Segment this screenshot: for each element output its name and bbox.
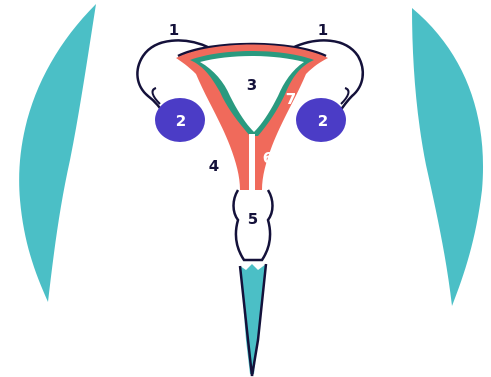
label-body: 4	[209, 157, 219, 175]
label-tube-left: 1	[169, 21, 179, 39]
vagina	[240, 264, 266, 374]
label-tube-right: 1	[318, 21, 328, 39]
label-ovary-left: 2	[176, 112, 186, 130]
label-wall: 6	[263, 149, 273, 167]
left-hip-shape	[19, 4, 96, 302]
label-ovary-right: 2	[318, 112, 328, 130]
right-hip-shape	[412, 8, 483, 306]
label-cervix: 5	[248, 210, 258, 228]
label-cavity: 3	[247, 76, 257, 94]
label-lining: 7	[286, 90, 296, 108]
wall-center-gap	[249, 134, 255, 190]
